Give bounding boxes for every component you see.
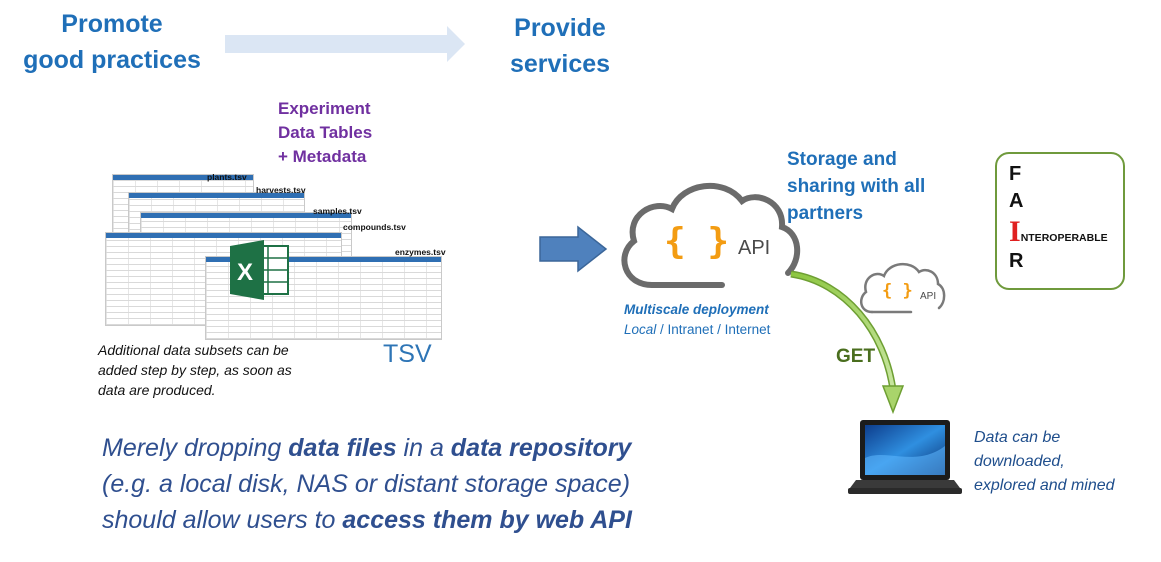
download-text: Data can be downloaded, explored and min… — [974, 429, 1115, 494]
file-label: compounds.tsv — [343, 222, 406, 232]
deployment-title: Multiscale deployment — [624, 302, 769, 317]
additional-data-note: Additional data subsets can be added ste… — [98, 342, 292, 398]
statement-text: Merely dropping — [102, 434, 289, 462]
excel-icon: X — [230, 240, 289, 300]
bottom-statement: Merely dropping data files in a data rep… — [102, 430, 632, 538]
file-label: plants.tsv — [207, 172, 247, 182]
get-arrow-icon — [790, 270, 905, 415]
upload-arrow-icon — [539, 225, 608, 273]
storage-text: Storage and sharing with all partners — [787, 149, 926, 224]
fair-r: R — [1009, 250, 1024, 272]
statement-line-1: Merely dropping data files in a data rep… — [102, 430, 632, 466]
fair-f: F — [1009, 163, 1022, 185]
experiment-data-title: Experiment Data Tables + Metadata — [278, 99, 373, 166]
laptop-icon — [848, 420, 962, 494]
provide-title: Provide services — [509, 14, 611, 78]
deployment-local: Local — [624, 322, 657, 337]
tsv-label: TSV — [383, 340, 432, 368]
fair-box: F A INTEROPERABLE R — [995, 152, 1125, 290]
fair-i-rest: NTEROPERABLE — [1020, 232, 1108, 244]
statement-emphasis: access them by web API — [342, 506, 632, 534]
spreadsheet-stack: plants.tsv harvests.tsv samples.tsv comp… — [100, 170, 446, 340]
progress-arrow — [225, 26, 465, 62]
file-label: harvests.tsv — [256, 185, 306, 195]
statement-emphasis: data repository — [450, 434, 632, 462]
svg-text:X: X — [237, 259, 253, 286]
fair-i: I — [1009, 215, 1021, 248]
statement-emphasis: data files — [288, 434, 397, 462]
deployment-others: / Intranet / Internet — [656, 322, 771, 337]
svg-text:{ }: { } — [882, 281, 913, 301]
statement-text: should allow users to — [102, 506, 343, 534]
deployment-scopes: Local / Intranet / Internet — [624, 322, 770, 337]
small-api-label: API — [920, 291, 937, 302]
statement-line-3: should allow users to access them by web… — [102, 502, 632, 538]
statement-line-2: (e.g. a local disk, NAS or distant stora… — [102, 470, 631, 498]
promote-title: Promote good practices — [23, 10, 201, 74]
braces-icon: { } — [664, 221, 729, 262]
small-api-cloud-icon: { } — [859, 263, 946, 314]
api-cloud-icon: { } — [621, 182, 801, 288]
api-label: API — [738, 237, 771, 259]
fair-a: A — [1009, 190, 1024, 212]
file-label: samples.tsv — [313, 206, 362, 216]
file-label: enzymes.tsv — [395, 247, 446, 257]
fair-interoperable: INTEROPERABLE — [1009, 217, 1108, 247]
statement-text: in a — [396, 434, 451, 462]
get-label: GET — [836, 346, 876, 367]
